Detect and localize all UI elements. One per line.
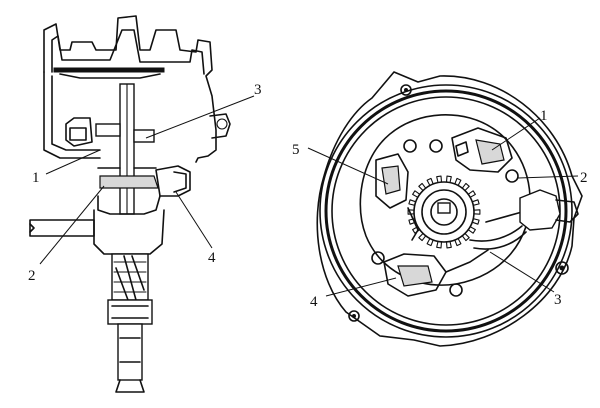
gear-tooth: [461, 232, 470, 242]
callout-2-left: 2: [28, 268, 36, 284]
gear-tooth: [412, 190, 421, 198]
gear-tooth: [436, 240, 443, 249]
leader-1-left: [45, 149, 101, 175]
callout-5-right: 5: [292, 142, 300, 158]
callout-1-right: 1: [540, 108, 548, 124]
signal-rotor-gear: [413, 181, 475, 243]
housing-screw-bottom-left: [348, 310, 360, 322]
gear-tooth: [445, 175, 452, 184]
mounting-flange: [29, 219, 95, 237]
pickup-assembly-lower: [371, 249, 489, 297]
leader-4-right: [325, 277, 397, 297]
leader-3-right: [489, 251, 555, 293]
gear-tooth: [467, 226, 476, 234]
leader-2-right: [517, 175, 579, 179]
callout-4-right: 4: [310, 294, 318, 310]
callout-3-left: 3: [254, 82, 262, 98]
leader-2-left: [39, 185, 105, 265]
gear-tooth: [461, 182, 470, 192]
drive-shaft: [117, 323, 143, 381]
right-view-callouts: 1 2 3 4 5: [292, 108, 588, 310]
gear-tooth: [471, 199, 480, 206]
signal-rotor: [99, 175, 159, 189]
gear-tooth: [426, 177, 434, 187]
gear-tooth: [445, 240, 452, 249]
housing-screw-right: [555, 261, 569, 275]
leader-3-left: [145, 95, 255, 139]
housing-screw-top: [400, 84, 412, 96]
gear-tooth: [473, 209, 481, 215]
gear-tooth: [426, 237, 434, 247]
left-view-callouts: 1 2 3 4: [28, 82, 262, 284]
gear-tooth: [454, 237, 462, 247]
rotor-plate: [53, 67, 165, 73]
callout-1-left: 1: [32, 170, 40, 186]
connector-grommet: [519, 189, 561, 231]
gear-tooth: [471, 218, 480, 225]
advance-weight-left: [375, 139, 419, 241]
gear-tooth: [418, 182, 427, 192]
gear-tooth: [436, 175, 443, 184]
callout-2-right: 2: [580, 170, 588, 186]
housing-outer-ring: [319, 84, 573, 338]
gear-tooth: [408, 218, 417, 225]
distributor-cross-section: [29, 15, 231, 393]
callout-3-right: 3: [554, 292, 562, 308]
leader-1-right: [491, 117, 541, 151]
pickup-assembly-upper: [429, 127, 519, 183]
leader-4-left: [175, 191, 213, 249]
pickup-coil-left: [95, 123, 121, 137]
gear-teeth: [407, 175, 481, 249]
callout-4-left: 4: [208, 250, 216, 266]
gear-tooth: [408, 199, 417, 206]
distributor-cap: [43, 15, 217, 163]
breaker-plate: [359, 114, 531, 286]
wiring-lead: [469, 189, 579, 250]
leader-5-right: [307, 147, 389, 185]
gear-tooth: [467, 190, 476, 198]
gear-tooth: [454, 177, 462, 187]
distributor-housing: [316, 71, 583, 347]
gear-tooth: [418, 232, 427, 242]
advance-weight: [155, 165, 191, 197]
distributor-plan-view: [316, 71, 583, 347]
